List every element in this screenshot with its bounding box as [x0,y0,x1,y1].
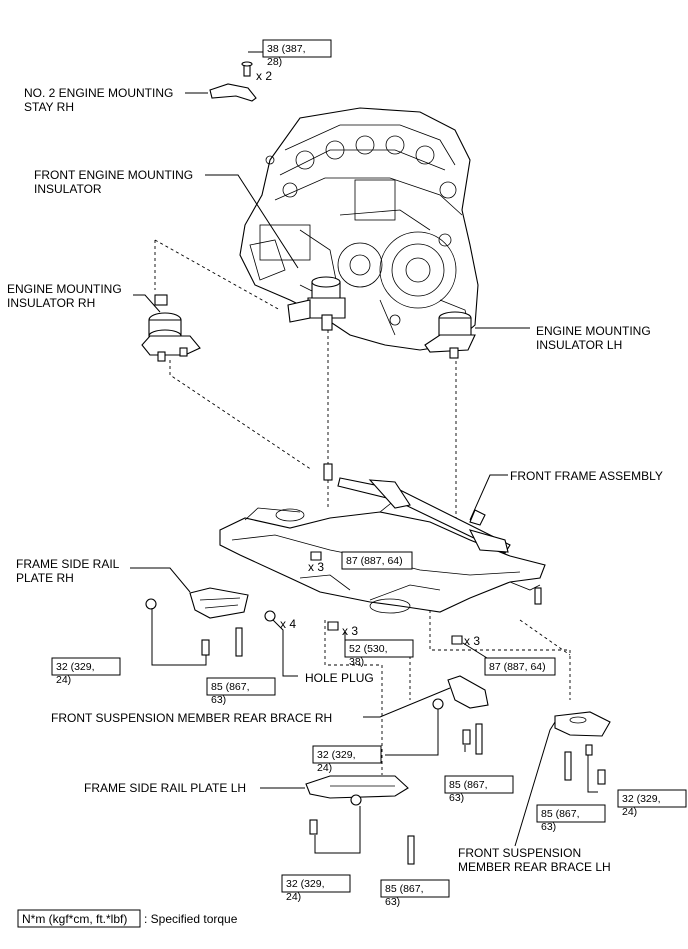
legend-text: : Specified torque [144,912,238,926]
svg-text:32 (329,24): 32 (329,24) [56,661,95,686]
label-rear-brace-lh: FRONT SUSPENSION MEMBER REAR BRACE LH [458,846,611,874]
frame-side-rail-plate-lh [305,775,415,865]
label-rear-brace-rh: FRONT SUSPENSION MEMBER REAR BRACE RH [51,711,332,725]
torque-brace-rh-32: 32 (329,24) [312,745,382,774]
label-frame-side-rail-plate-rh: FRAME SIDE RAIL PLATE RH [16,557,122,585]
svg-text:32 (329,24): 32 (329,24) [622,793,661,818]
svg-text:85 (867,63): 85 (867,63) [449,779,488,804]
leader-lines [130,51,598,854]
svg-text:32 (329,24): 32 (329,24) [286,878,325,903]
svg-text:52 (530,38): 52 (530,38) [349,643,388,668]
torque-brace-lh-85: 85 (867,63) [536,804,606,833]
svg-text:32 (329,24): 32 (329,24) [317,749,356,774]
svg-text:38 (387,28): 38 (387,28) [267,43,306,68]
torque-rh-plate-85: 85 (867,63) [206,677,276,706]
svg-text:87 (887, 64): 87 (887, 64) [489,661,546,673]
svg-text:85 (867,63): 85 (867,63) [541,808,580,833]
label-front-frame-assembly: FRONT FRAME ASSEMBLY [510,469,663,483]
front-frame-assembly [219,463,546,614]
no2-engine-mounting-stay-rh [209,61,257,102]
engine-mounting-insulator-lh [424,311,476,359]
torque-lh-plate-32: 32 (329,24) [281,874,351,903]
engine-assembly [239,107,479,351]
frame-side-rail-plate-rh [145,587,276,657]
torque-legend: N*m (kgf*cm, ft.*lbf) : Specified torque [17,909,238,928]
legend-unit: N*m (kgf*cm, ft.*lbf) [22,912,127,926]
engine-mounting-insulator-rh [141,294,201,362]
front-engine-mounting-insulator [287,276,346,331]
torque-frame-mid: 52 (530,38) [344,639,414,668]
svg-text:85 (867,63): 85 (867,63) [211,681,250,706]
qty-frame-nuts-right: x 3 [464,634,480,648]
torque-frame-right: 87 (887, 64) [484,657,556,676]
qty-frame-nuts-mid: x 3 [342,624,358,638]
torque-frame-upper: 87 (887, 64) [341,551,413,570]
label-hole-plug: HOLE PLUG [305,671,374,685]
front-suspension-member-rear-brace-lh [554,711,611,785]
svg-text:85 (867,63): 85 (867,63) [385,883,424,908]
label-engine-mounting-insulator-lh: ENGINE MOUNTING INSULATOR LH [536,324,654,352]
label-frame-side-rail-plate-lh: FRAME SIDE RAIL PLATE LH [84,781,246,795]
front-suspension-member-rear-brace-rh [432,675,489,755]
label-engine-mounting-insulator-rh: ENGINE MOUNTING INSULATOR RH [7,282,125,310]
qty-frame-nuts-upper: x 3 [308,560,324,574]
label-stay-rh: NO. 2 ENGINE MOUNTING STAY RH [24,86,177,114]
torque-rh-plate-32: 32 (329,24) [51,657,121,686]
svg-text:87 (887, 64): 87 (887, 64) [346,555,403,567]
qty-hole-plugs: x 4 [280,617,296,631]
torque-stay: 38 (387,28) [262,39,332,68]
label-front-engine-mounting-insulator: FRONT ENGINE MOUNTING INSULATOR [34,168,196,196]
torque-brace-lh-32: 32 (329,24) [617,789,687,818]
qty-stay-bolts: x 2 [256,69,272,83]
torque-lh-plate-85: 85 (867,63) [380,879,450,908]
frame-nut-icons [310,551,463,645]
torque-brace-rh-85: 85 (867,63) [444,775,514,804]
